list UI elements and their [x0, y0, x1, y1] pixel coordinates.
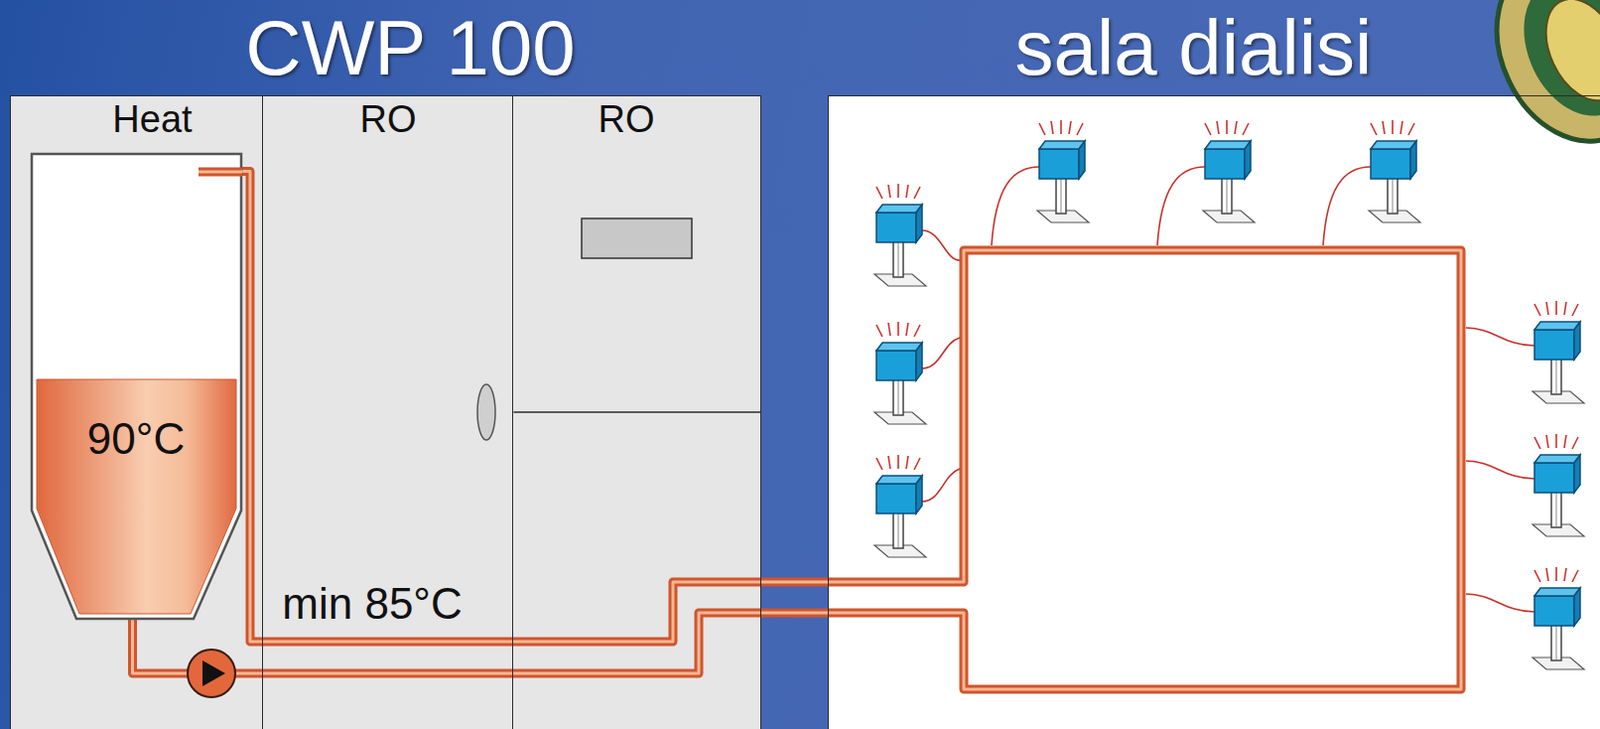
- text-slot: min 85°C: [272, 578, 472, 630]
- text-slot: sala dialisi: [896, 3, 1492, 94]
- dialysis-machine: [874, 321, 927, 424]
- unit-panel: CWP 100Heat90°CRORO: [9, 95, 762, 729]
- temperature-readout: 90°C: [87, 413, 185, 465]
- text-slot: RO: [288, 98, 488, 142]
- ro-column: RO: [513, 96, 760, 729]
- dialysis-machine: [1202, 120, 1255, 223]
- column-heading: RO: [360, 98, 417, 142]
- dialysis-machine: [1368, 120, 1421, 223]
- cabinet-divider: [514, 410, 763, 413]
- column-heading: RO: [598, 98, 656, 142]
- text-slot: 90°C: [30, 413, 243, 465]
- dialysis-machine: [874, 454, 927, 557]
- machine-hoses: [922, 166, 1535, 612]
- pipe-highlight: [242, 171, 829, 643]
- logo-emblem: [1467, 0, 1600, 166]
- hot-water-tank: 90°C: [30, 152, 243, 620]
- return-inlet-highlight: [198, 169, 243, 173]
- return-inlet: [198, 166, 243, 176]
- column-heading: Heat: [112, 98, 192, 142]
- dialysis-room-panel: sala dialisi: [827, 95, 1600, 729]
- heater-column: Heat 90°C: [10, 96, 264, 729]
- dialysis-machines: [874, 120, 1585, 669]
- dialysis-machine: [1037, 120, 1089, 223]
- pipe-connector: [242, 171, 829, 643]
- pump-symbol: [187, 649, 236, 697]
- tank-outline: [30, 152, 243, 620]
- text-slot: RO: [527, 98, 726, 142]
- dialysis-machine: [1532, 300, 1585, 403]
- panel-heading: sala dialisi: [1015, 3, 1373, 94]
- dialysis-machine: [1532, 433, 1585, 536]
- ring-pipe: [827, 250, 1462, 689]
- dialysis-machine: [874, 183, 927, 286]
- text-slot: Heat: [53, 98, 253, 142]
- display-panel: [581, 218, 692, 259]
- temperature-note: min 85°C: [281, 578, 462, 630]
- text-slot: CWP 100: [113, 3, 709, 94]
- dialysis-machine: [1532, 566, 1585, 669]
- tank-body: [31, 153, 242, 619]
- ro-column: RO: [263, 96, 514, 729]
- hot-water: [36, 379, 237, 614]
- unit-panel-fill: [9, 95, 762, 729]
- panel-heading: CWP 100: [245, 3, 575, 94]
- room-panel-fill: [827, 95, 1600, 729]
- door-handle: [477, 384, 496, 440]
